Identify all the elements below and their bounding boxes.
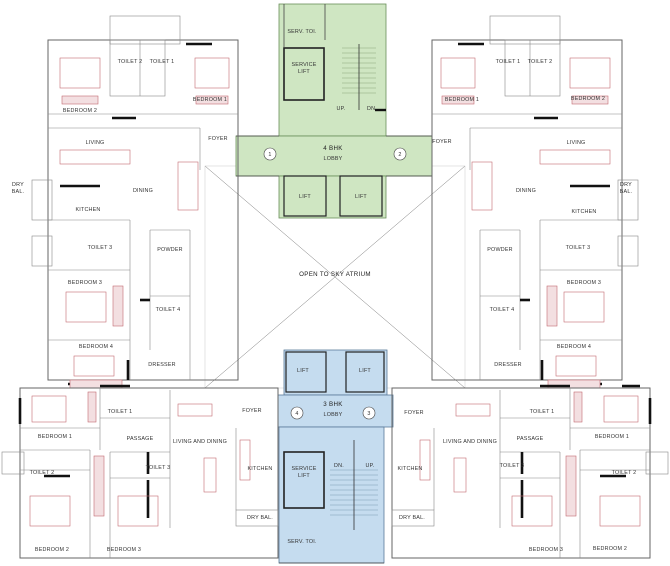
core-top-marker-1: 1 xyxy=(268,152,271,158)
bl-toilet-3: TOILET 3 xyxy=(146,465,171,471)
tl-dining: DINING xyxy=(133,188,153,194)
tr-bedroom-3: BEDROOM 3 xyxy=(567,280,601,286)
core-bottom-lift-right: LIFT xyxy=(359,368,371,374)
tl-powder: POWDER xyxy=(157,247,182,253)
tl-bedroom-2: BEDROOM 2 xyxy=(63,108,97,114)
core-top-up: UP. xyxy=(337,106,346,112)
tl-foyer: FOYER xyxy=(208,136,228,142)
bl-dry-bal: DRY BAL. xyxy=(247,515,273,521)
bl-living-dining: LIVING AND DINING xyxy=(173,439,227,445)
apt-top-left-furniture xyxy=(59,57,230,389)
apt-bottom-right-furniture xyxy=(419,391,641,527)
tl-living: LIVING xyxy=(86,140,105,146)
tl-toilet-1: TOILET 1 xyxy=(150,59,175,65)
br-living-dining: LIVING AND DINING xyxy=(443,439,497,445)
tl-toilet-4: TOILET 4 xyxy=(156,307,181,313)
br-toilet-1: TOILET 1 xyxy=(530,409,555,415)
core-top-serv-toi: SERV. TOI. xyxy=(287,29,316,35)
apt-bottom-right-walls xyxy=(391,384,669,559)
tr-bedroom-1: BEDROOM 1 xyxy=(445,97,479,103)
br-bedroom-1: BEDROOM 1 xyxy=(595,434,629,440)
core-bottom-lift-left: LIFT xyxy=(297,368,309,374)
tr-dry-bal-2: BAL. xyxy=(620,189,633,195)
tr-powder: POWDER xyxy=(487,247,512,253)
core-top-service-lift-2: LIFT xyxy=(298,69,310,75)
tl-bedroom-4: BEDROOM 4 xyxy=(79,344,113,350)
core-bottom-lobby: LOBBY xyxy=(324,412,343,418)
tl-dresser: DRESSER xyxy=(148,362,175,368)
core-bottom-serv-toi: SERV. TOI. xyxy=(287,539,316,545)
tr-dining: DINING xyxy=(516,188,536,194)
tr-foyer: FOYER xyxy=(432,139,452,145)
core-top-title: 4 BHK xyxy=(323,145,343,152)
core-top-lift-right: LIFT xyxy=(355,194,367,200)
tr-toilet-1: TOILET 1 xyxy=(496,59,521,65)
tl-bedroom-3: BEDROOM 3 xyxy=(68,280,102,286)
bl-toilet-2: TOILET 2 xyxy=(30,470,55,476)
core-bottom-dn: DN. xyxy=(334,463,344,469)
core-top-lobby: LOBBY xyxy=(324,156,343,162)
tr-living: LIVING xyxy=(567,140,586,146)
apt-top-right-walls xyxy=(431,15,639,386)
tr-toilet-4: TOILET 4 xyxy=(490,307,515,313)
tr-kitchen: KITCHEN xyxy=(571,209,596,215)
atrium-label: OPEN TO SKY ATRIUM xyxy=(299,271,371,278)
core-bottom-marker-3: 3 xyxy=(367,411,370,417)
bl-foyer: FOYER xyxy=(242,408,262,414)
core-top-service-lift-1: SERVICE xyxy=(292,62,317,68)
core-bottom-title: 3 BHK xyxy=(323,401,343,408)
core-top xyxy=(235,3,433,219)
tr-dresser: DRESSER xyxy=(494,362,521,368)
bl-bedroom-1: BEDROOM 1 xyxy=(38,434,72,440)
br-toilet-2: TOILET 2 xyxy=(612,470,637,476)
core-bottom-up: UP. xyxy=(366,463,375,469)
tl-toilet-2: TOILET 2 xyxy=(118,59,143,65)
apt-top-right-furniture xyxy=(440,57,611,389)
tr-dry-bal-1: DRY xyxy=(620,182,632,188)
tr-bedroom-2: BEDROOM 2 xyxy=(571,96,605,102)
bl-passage: PASSAGE xyxy=(127,436,154,442)
bl-kitchen: KITCHEN xyxy=(247,466,272,472)
br-bedroom-3: BEDROOM 3 xyxy=(529,547,563,553)
tl-kitchen: KITCHEN xyxy=(75,207,100,213)
apt-bottom-left-walls xyxy=(1,384,279,559)
tr-bedroom-4: BEDROOM 4 xyxy=(557,344,591,350)
apt-bottom-left-furniture xyxy=(29,391,251,527)
bl-bedroom-3: BEDROOM 3 xyxy=(107,547,141,553)
tr-toilet-3: TOILET 3 xyxy=(566,245,591,251)
apt-top-left-walls xyxy=(31,15,239,386)
core-bottom-marker-4: 4 xyxy=(295,411,298,417)
br-kitchen: KITCHEN xyxy=(397,466,422,472)
core-bottom-service-lift-2: LIFT xyxy=(298,473,310,479)
tl-dry-bal-2: BAL. xyxy=(12,189,25,195)
tl-dry-bal-1: DRY xyxy=(12,182,24,188)
br-toilet-3: TOILET 3 xyxy=(500,463,525,469)
bl-toilet-1: TOILET 1 xyxy=(108,409,133,415)
br-passage: PASSAGE xyxy=(517,436,544,442)
br-bedroom-2: BEDROOM 2 xyxy=(593,546,627,552)
core-bottom-service-lift-1: SERVICE xyxy=(292,466,317,472)
tl-bedroom-1: BEDROOM 1 xyxy=(193,97,227,103)
bl-bedroom-2: BEDROOM 2 xyxy=(35,547,69,553)
core-bottom xyxy=(277,349,394,564)
core-top-dn: DN. xyxy=(367,106,377,112)
tl-toilet-3: TOILET 3 xyxy=(88,245,113,251)
br-dry-bal: DRY BAL. xyxy=(399,515,425,521)
tr-toilet-2: TOILET 2 xyxy=(528,59,553,65)
core-top-marker-2: 2 xyxy=(398,152,401,158)
core-top-lift-left: LIFT xyxy=(299,194,311,200)
br-foyer: FOYER xyxy=(404,410,424,416)
